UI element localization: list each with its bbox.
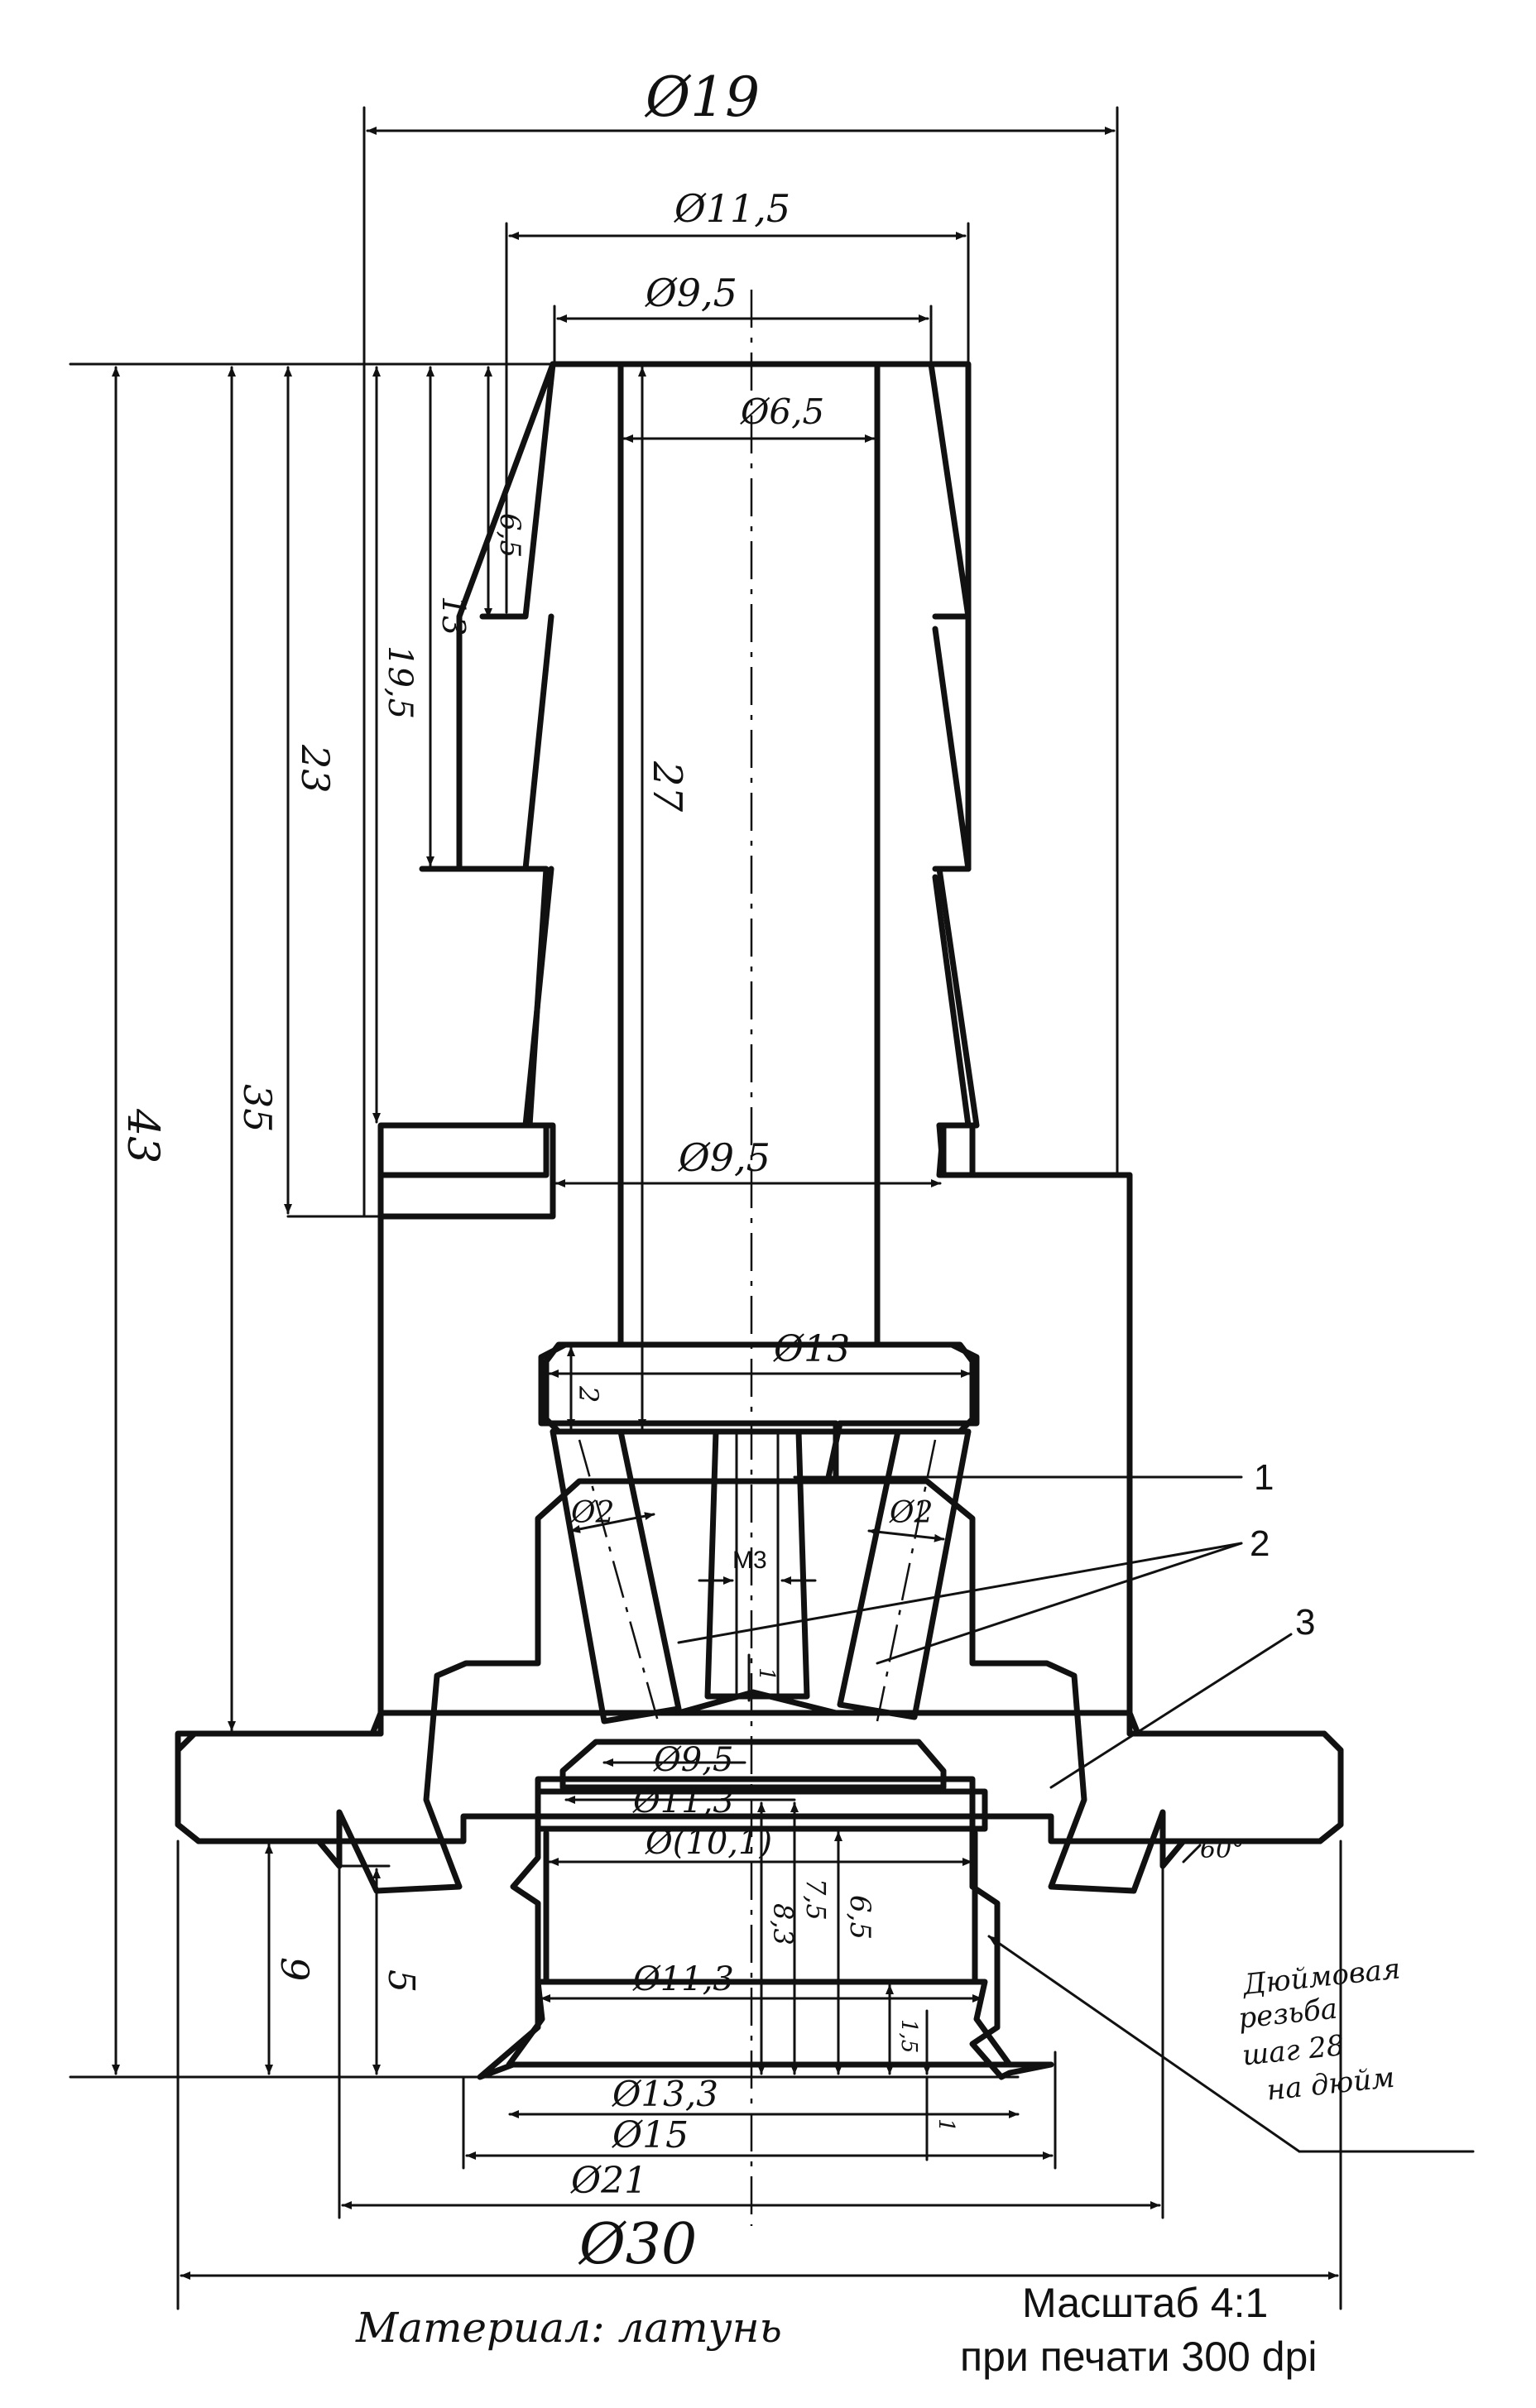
dim-d13: Ø13 <box>773 1328 850 1370</box>
dimension-lines <box>112 106 1342 2310</box>
right-wall-section <box>824 361 1344 1894</box>
dim-d15: Ø15 <box>612 2114 689 2156</box>
left-step-notches <box>377 1122 556 1220</box>
dim-h1-low: 1 <box>934 2118 958 2132</box>
dim-d2-right: Ø2 <box>889 1496 933 1530</box>
dim-h1: 1 <box>754 1667 779 1681</box>
callout-leaders <box>677 1475 1475 2153</box>
dim-m3: M3 <box>732 1547 767 1574</box>
print-resolution-label: при печати 300 dpi <box>960 2334 1317 2380</box>
scale-label: Масштаб 4:1 <box>1022 2280 1268 2326</box>
dimension-labels: Ø19 Ø11,5 Ø9,5 Ø6,5 Ø9,5 Ø13 Ø2 Ø2 M3 Ø9… <box>118 65 1244 2277</box>
dim-h9: 9 <box>272 1957 317 1981</box>
dim-d13-3: Ø13,3 <box>612 2074 718 2114</box>
dim-h35: 35 <box>235 1084 280 1133</box>
dim-d30: Ø30 <box>578 2212 697 2277</box>
right-angled-channel <box>837 1428 972 1720</box>
dim-h6-5-low: 6,5 <box>843 1895 876 1940</box>
dim-d9-5-mid: Ø9,5 <box>678 1135 770 1180</box>
dim-h2: 2 <box>573 1385 604 1403</box>
dim-h6-5: 6,5 <box>493 513 526 558</box>
part-body <box>175 361 1344 2080</box>
dim-h23: 23 <box>293 744 338 794</box>
left-angled-channel <box>550 1428 682 1724</box>
dim-angle60: 60° <box>1200 1835 1244 1864</box>
dim-d11-5: Ø11,5 <box>674 186 790 231</box>
callout-numbers: 1 2 3 <box>1250 1457 1315 1643</box>
dim-d11-3-top: Ø11,3 <box>632 1782 734 1820</box>
material-label: Материал: латунь <box>355 2304 782 2352</box>
dim-h13: 13 <box>435 596 472 636</box>
thread-note-line-3: шаг 28 <box>1241 2029 1346 2073</box>
dim-h19-5: 19,5 <box>381 645 419 719</box>
dim-h27: 27 <box>644 760 690 813</box>
dim-d9-5-low: Ø9,5 <box>653 1741 733 1779</box>
left-wall-section <box>175 361 839 1894</box>
dim-h43: 43 <box>118 1108 167 1163</box>
dim-d10-1: Ø(10,1) <box>645 1824 772 1862</box>
pin-cone <box>675 1689 839 1716</box>
dim-h1-5: 1,5 <box>896 2019 921 2053</box>
seat-insert <box>559 1739 947 1791</box>
dim-d21: Ø21 <box>570 2160 647 2202</box>
callout-1: 1 <box>1254 1457 1274 1498</box>
dim-h5: 5 <box>380 1969 422 1993</box>
dim-h7-5: 7,5 <box>800 1878 832 1921</box>
dim-d2-left: Ø2 <box>570 1496 614 1530</box>
cross-chamber <box>543 1341 976 1435</box>
m3-centre-bore <box>704 1428 810 1700</box>
dim-d9-5-top: Ø9,5 <box>645 271 737 315</box>
dim-h8-3: 8,3 <box>767 1903 799 1945</box>
dim-d19: Ø19 <box>644 65 760 129</box>
dim-d6-5: Ø6,5 <box>740 391 824 432</box>
callout-2: 2 <box>1250 1523 1270 1564</box>
central-bore <box>621 364 877 1341</box>
callout-3: 3 <box>1295 1602 1315 1643</box>
thread-note: Дюймовая резьба шаг 28 на дюйм <box>1236 1952 1402 2107</box>
dim-d11-3-low: Ø11,3 <box>632 1960 734 1998</box>
